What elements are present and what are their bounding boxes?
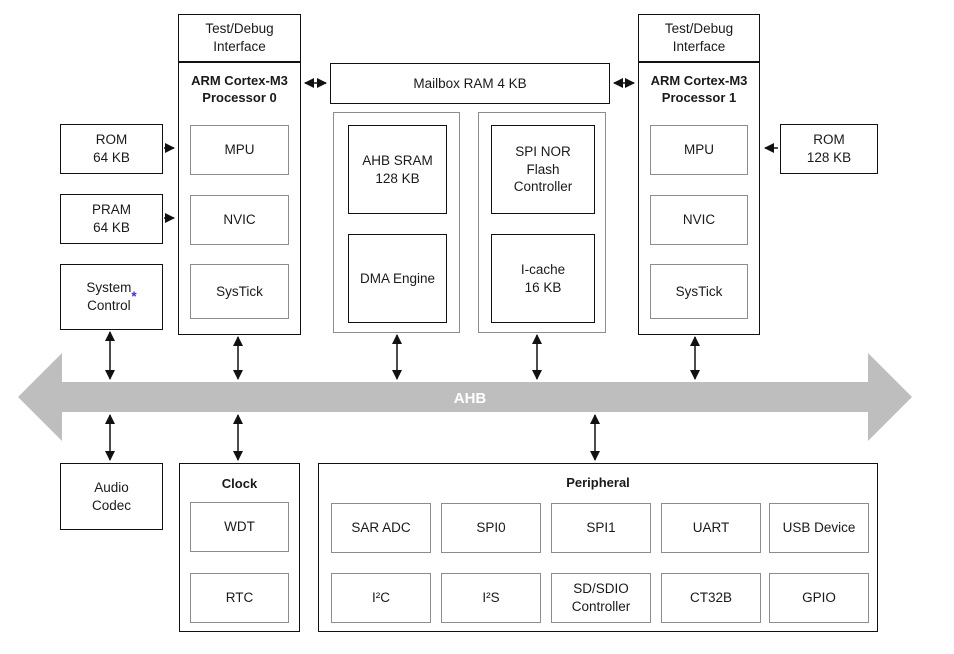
arm-cortex-m3-processor1-container: ARM Cortex-M3 Processor 1 MPU NVIC SysTi… — [638, 62, 760, 335]
clock-block-container: Clock WDT RTC — [179, 463, 300, 632]
spi0-box: SPI0 — [441, 503, 541, 553]
sd-sdio-controller-box: SD/SDIO Controller — [551, 573, 651, 623]
icache-box: I-cache 16 KB — [491, 234, 595, 323]
processor1-mpu-box: MPU — [650, 125, 748, 175]
i2c-box: I²C — [331, 573, 431, 623]
ahb-bus-arrow — [18, 353, 912, 441]
peripheral-block-title: Peripheral — [566, 475, 630, 490]
test-debug-interface-1-box: Test/Debug Interface — [638, 14, 760, 62]
rom-64kb-box: ROM 64 KB — [60, 124, 163, 174]
spi-nor-flash-controller-box: SPI NOR Flash Controller — [491, 125, 595, 214]
processor1-systick-box: SysTick — [650, 264, 748, 319]
processor1-nvic-box: NVIC — [650, 195, 748, 245]
system-control-asterisk: * — [131, 289, 137, 305]
processor0-mpu-box: MPU — [190, 125, 289, 175]
processor0-systick-box: SysTick — [190, 264, 289, 319]
ahb-bus-label: AHB — [454, 390, 487, 407]
ct32b-box: CT32B — [661, 573, 761, 623]
rom-128kb-box: ROM 128 KB — [780, 124, 878, 174]
audio-codec-box: Audio Codec — [60, 463, 163, 530]
rtc-box: RTC — [190, 573, 289, 623]
flash-block-container: SPI NOR Flash Controller I-cache 16 KB — [478, 112, 606, 333]
spi1-box: SPI1 — [551, 503, 651, 553]
wdt-box: WDT — [190, 502, 289, 552]
clock-block-title: Clock — [221, 476, 258, 491]
test-debug-interface-0-box: Test/Debug Interface — [178, 14, 301, 62]
mailbox-ram-box: Mailbox RAM 4 KB — [330, 63, 610, 104]
arm-cortex-m3-processor0-container: ARM Cortex-M3 Processor 0 MPU NVIC SysTi… — [178, 62, 301, 335]
memory-block-container: AHB SRAM 128 KB DMA Engine — [333, 112, 460, 333]
peripheral-block-container: Peripheral SAR ADC SPI0 SPI1 UART USB De… — [318, 463, 878, 632]
ahb-sram-box: AHB SRAM 128 KB — [348, 125, 447, 214]
processor0-nvic-box: NVIC — [190, 195, 289, 245]
pram-64kb-box: PRAM 64 KB — [60, 194, 163, 244]
dma-engine-box: DMA Engine — [348, 234, 447, 323]
usb-device-box: USB Device — [769, 503, 869, 553]
i2s-box: I²S — [441, 573, 541, 623]
system-control-label: System Control — [86, 280, 132, 313]
sar-adc-box: SAR ADC — [331, 503, 431, 553]
uart-box: UART — [661, 503, 761, 553]
processor0-title: ARM Cortex-M3 Processor 0 — [191, 73, 288, 105]
gpio-box: GPIO — [769, 573, 869, 623]
system-control-box: System Control* — [60, 264, 163, 330]
processor1-title: ARM Cortex-M3 Processor 1 — [650, 73, 748, 105]
